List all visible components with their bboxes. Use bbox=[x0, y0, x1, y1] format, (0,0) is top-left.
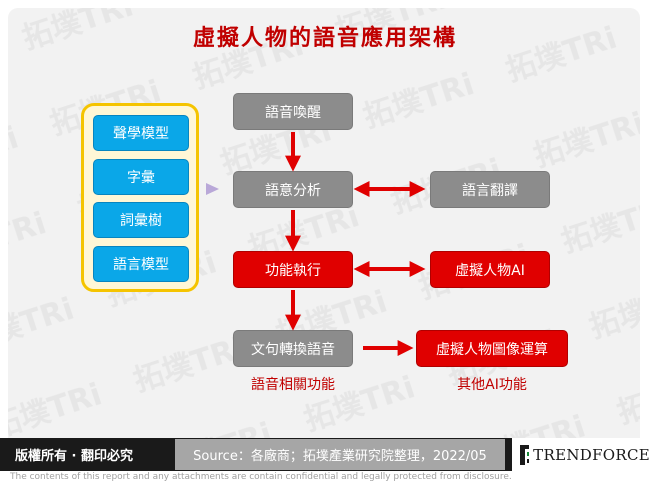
avatar-ai-box: 虛擬人物AI bbox=[430, 251, 550, 288]
trendforce-logo-icon bbox=[520, 444, 530, 465]
function-execution-box: 功能執行 bbox=[233, 251, 353, 288]
acoustic-model-box: 聲學模型 bbox=[93, 115, 189, 151]
avatar-rendering-box: 虛擬人物圖像運算 bbox=[416, 330, 568, 367]
semantic-analysis-box: 語意分析 bbox=[233, 171, 353, 208]
other-ai-caption: 其他AI功能 bbox=[457, 377, 527, 393]
language-model-box: 語言模型 bbox=[93, 246, 189, 282]
disclaimer-text: The contents of this report and any atta… bbox=[10, 472, 512, 482]
wake-word-box: 語音喚醒 bbox=[233, 93, 353, 130]
source-note: Source：各廠商；拓墣產業研究院整理，2022/05 bbox=[175, 439, 505, 470]
trendforce-logo-text: TRENDFORCE bbox=[533, 445, 650, 464]
speech-functions-caption: 語音相關功能 bbox=[251, 377, 335, 393]
lexical-tree-box: 詞彙樹 bbox=[93, 202, 189, 238]
arrow-models-to-intent bbox=[206, 183, 219, 195]
page-title: 虛擬人物的語音應用架構 bbox=[192, 25, 457, 51]
trendforce-logo: TRENDFORCE bbox=[512, 438, 650, 471]
text-to-speech-box: 文句轉換語音 bbox=[233, 330, 353, 367]
vocabulary-box: 字彙 bbox=[93, 159, 189, 195]
copyright-notice: 版權所有 · 翻印必究 bbox=[15, 449, 133, 464]
translation-box: 語言翻譯 bbox=[430, 171, 550, 208]
